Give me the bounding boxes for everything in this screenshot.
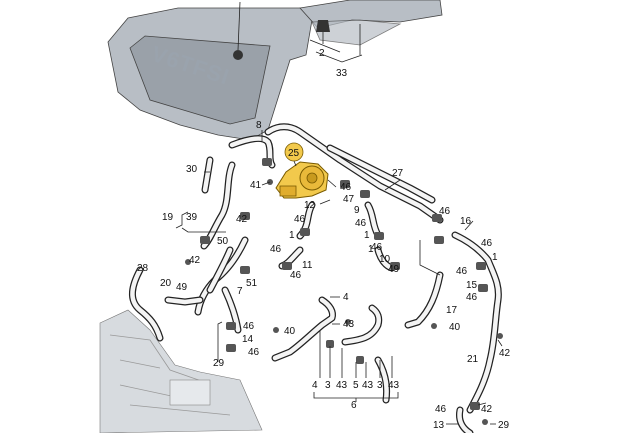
callout-6: 6: [351, 400, 357, 411]
callout-14: 14: [242, 334, 254, 345]
callout-47: 47: [343, 194, 355, 205]
callout-49a: 49: [388, 264, 400, 275]
callout-46f: 46: [270, 244, 282, 255]
bracket-19: [175, 211, 226, 233]
callout-7: 7: [237, 286, 243, 297]
callout-46m: 46: [435, 404, 447, 415]
callout-15: 15: [466, 280, 478, 291]
engine-cover: V6TFSI: [107, 1, 313, 141]
callout-43a: 43: [343, 319, 355, 330]
callout-30: 30: [186, 164, 198, 175]
callout-4b: 4: [312, 380, 318, 391]
callout-17: 17: [446, 305, 458, 316]
callout-43b: 43: [336, 380, 348, 391]
callout-39: 39: [186, 212, 198, 223]
callout-33: 33: [336, 68, 348, 79]
callout-42d: 42: [481, 404, 493, 415]
callout-1a: 1: [364, 230, 370, 241]
callout-41: 41: [250, 180, 262, 191]
callout-16: 16: [460, 216, 472, 227]
callout-25: 25: [288, 148, 300, 159]
leader-lines: [204, 39, 503, 425]
callout-51: 51: [246, 278, 258, 289]
callout-46l: 46: [248, 347, 260, 358]
callout-13: 13: [433, 420, 445, 431]
callout-1c: 1: [368, 244, 374, 255]
callout-42b: 42: [189, 255, 201, 266]
callout-46h: 46: [290, 270, 302, 281]
callout-4a: 4: [343, 292, 349, 303]
callout-27: 27: [392, 168, 404, 179]
callout-46e: 46: [294, 214, 306, 225]
cover-right-part: [299, 0, 443, 46]
callout-46g: 46: [371, 242, 383, 253]
callout-11: 11: [302, 260, 313, 271]
callout-49b: 49: [176, 282, 188, 293]
callout-5: 5: [353, 380, 359, 391]
callout-46i: 46: [456, 266, 468, 277]
connectors: [185, 158, 503, 425]
bracket-33: [315, 51, 363, 63]
callout-2: 2: [319, 48, 325, 59]
callout-43c: 43: [362, 380, 374, 391]
callout-46k: 46: [243, 321, 255, 332]
callout-8: 8: [256, 120, 262, 131]
callout-10: 10: [379, 254, 391, 265]
callout-28: 28: [137, 263, 149, 274]
callout-42c: 42: [499, 348, 511, 359]
part-25-pump: 25: [275, 142, 329, 199]
callout-50: 50: [217, 236, 229, 247]
callout-12: 12: [304, 200, 316, 211]
cover-bolt: [233, 50, 243, 60]
callout-20: 20: [160, 278, 172, 289]
callout-29b: 29: [498, 420, 510, 431]
callout-3b: 3: [377, 380, 383, 391]
callout-40b: 40: [449, 322, 461, 333]
part-2-grommet: [316, 20, 330, 44]
callout-29a: 29: [213, 358, 225, 369]
callout-43d: 43: [388, 380, 400, 391]
callout-46c: 46: [439, 206, 451, 217]
callout-21: 21: [467, 354, 479, 365]
callout-1b: 1: [289, 230, 295, 241]
callout-46a: 46: [340, 182, 352, 193]
callout-19: 19: [162, 212, 174, 223]
callout-46b: 46: [355, 218, 367, 229]
callout-labels: 2 33 8 30 27 41 46 47 9 46 46 16 46 1 12…: [137, 48, 511, 431]
callout-3a: 3: [325, 380, 331, 391]
callout-46j: 46: [466, 292, 478, 303]
callout-1d: 1: [492, 252, 498, 263]
callout-42a: 42: [236, 214, 248, 225]
callout-9: 9: [354, 205, 360, 216]
callout-46d: 46: [481, 238, 493, 249]
engine-block: [99, 309, 263, 433]
callout-40a: 40: [284, 326, 296, 337]
